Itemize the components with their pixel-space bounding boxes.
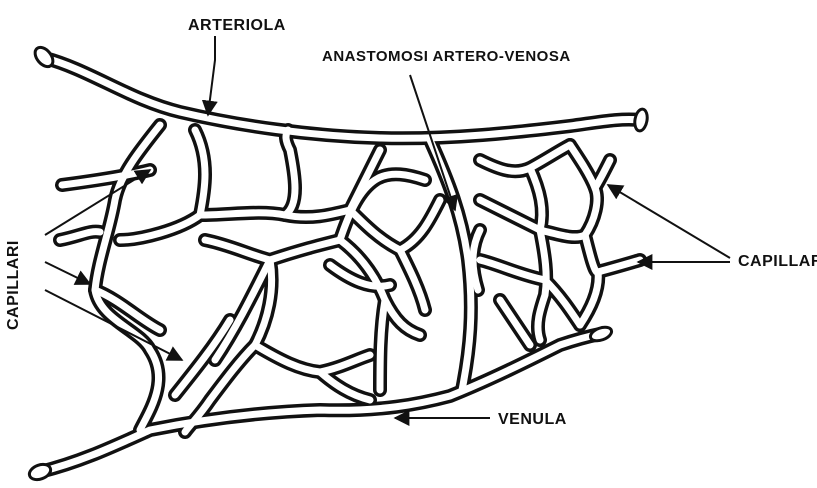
label-arteriola: ARTERIOLA [188,17,286,34]
capillari-right-arrow-1 [608,185,730,258]
capillari-left-arrow-2 [45,262,90,284]
label-anastomosi: ANASTOMOSI ARTERO-VENOSA [322,48,571,65]
arteriola-end-right [633,108,649,132]
venula-vessel [40,334,600,472]
arteriola-leader [208,36,215,115]
venula-end-right [589,325,614,344]
label-venula: VENULA [498,411,567,428]
label-capillari-left: CAPILLARI [5,240,22,330]
leader-lines [45,36,730,418]
venula-end-left [27,462,52,483]
label-capillari-right: CAPILLARI [738,253,817,270]
